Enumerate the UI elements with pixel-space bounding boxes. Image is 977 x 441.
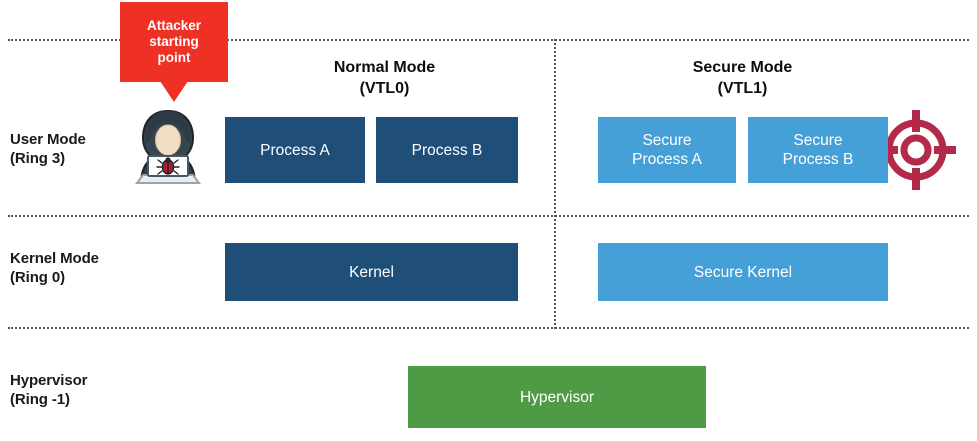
kernel-box[interactable]: Kernel (225, 243, 518, 301)
secure-kernel-box[interactable]: Secure Kernel (598, 243, 888, 301)
row-label-hypervisor: Hypervisor (Ring -1) (10, 372, 88, 408)
process-a-box[interactable]: Process A (225, 117, 365, 183)
process-b-box[interactable]: Process B (376, 117, 518, 183)
divider-kernel-hyper (8, 327, 969, 329)
attacker-callout-tail (160, 81, 188, 102)
column-heading-secure-mode: Secure Mode (VTL1) (692, 59, 793, 97)
divider-user-kernel (8, 215, 969, 217)
secure-process-b-box[interactable]: Secure Process B (748, 117, 888, 183)
column-heading-normal-mode: Normal Mode (VTL0) (333, 59, 436, 97)
divider-normal-secure (554, 39, 556, 329)
secure-process-a-box[interactable]: Secure Process A (598, 117, 736, 183)
hypervisor-box[interactable]: Hypervisor (408, 366, 706, 428)
row-label-user-mode: User Mode (Ring 3) (10, 131, 86, 167)
row-label-kernel-mode: Kernel Mode (Ring 0) (10, 250, 99, 286)
attacker-callout: Attacker starting point (120, 2, 228, 82)
divider-user-top (8, 39, 969, 41)
hacker-icon (131, 104, 205, 185)
